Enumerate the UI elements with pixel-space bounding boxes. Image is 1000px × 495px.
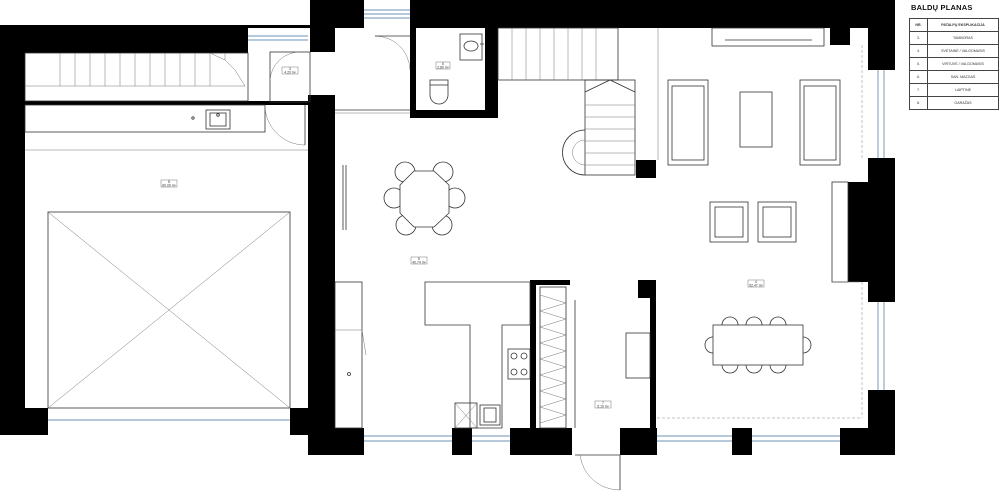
room-tag-kitchen-no: 5: [418, 257, 420, 261]
room-tag-garage: 8 60.00 m²: [160, 179, 178, 188]
room-tag-wc-no: 6: [442, 62, 444, 66]
room-tag-entry-area: 4.20 m²: [284, 71, 296, 75]
wall-wc-left: [410, 0, 416, 118]
windows: [48, 9, 885, 442]
legend-row-name: VIRTUVĖ / VALGOMASIS: [927, 57, 999, 71]
legend-row-no: 8.: [909, 96, 928, 110]
entry: [269, 35, 411, 114]
wall-top-main: [410, 0, 895, 28]
living: [657, 27, 863, 419]
wall-bottom-1: [320, 428, 364, 455]
room-tag-stair-hall-area: 5.10 m²: [597, 405, 609, 409]
wall-stair-hall-top-a: [530, 280, 570, 285]
wall-bottom-3: [510, 428, 572, 455]
legend-row-no: 3.: [909, 31, 928, 45]
legend-header-no: NR.: [909, 18, 928, 32]
legend-row-name: SAN. MAZGAS: [927, 70, 999, 84]
room-tag-living: 4 52.47 m²: [747, 279, 765, 288]
wall-wc-right: [485, 28, 498, 118]
legend-row: 6. SAN. MAZGAS: [909, 70, 999, 84]
legend-row-name: GARAŽAS: [927, 96, 999, 110]
legend-row-name: LAIPTINĖ: [927, 83, 999, 97]
legend-table: NR. PATALPŲ EKSPLIKACIJA 3. TAMBORAS 4. …: [909, 18, 999, 110]
legend-header-name: PATALPŲ EKSPLIKACIJA: [927, 18, 999, 32]
legend-row-no: 4.: [909, 44, 928, 58]
wall-wc-bottom: [410, 110, 498, 118]
legend-row-name: SVETAINĖ / VALGOMASIS: [927, 44, 999, 58]
wall-top-a: [310, 0, 364, 28]
wall-bottom-4: [620, 428, 657, 455]
legend-title: BALDŲ PLANAS: [911, 3, 973, 12]
wall-garage-kitchen: [308, 95, 335, 455]
wall-stair-hall-left: [530, 280, 536, 430]
wall-bottom-5: [732, 428, 752, 455]
main-stair: [497, 27, 636, 176]
legend-row: 5. VIRTUVĖ / VALGOMASIS: [909, 57, 999, 71]
wall-column-b: [636, 160, 656, 178]
room-tag-kitchen-area: 40.74 m²: [412, 261, 426, 265]
wall-bottom-2: [452, 428, 472, 455]
wall-right-mid-b: [848, 182, 895, 282]
wall-garage-pier-left: [0, 408, 48, 435]
wall-column-c: [830, 25, 850, 45]
room-tag-wc: 6 2.80 m²: [435, 61, 451, 70]
room-tag-garage-no: 8: [168, 180, 170, 184]
room-tag-entry: 3 4.20 m²: [281, 66, 299, 75]
legend-row: 8. GARAŽAS: [909, 96, 999, 110]
garage: [24, 52, 308, 409]
wall-left: [0, 25, 25, 435]
room-tag-entry-no: 3: [289, 67, 291, 71]
legend-row-no: 7.: [909, 83, 928, 97]
legend-row: 3. TAMBORAS: [909, 31, 999, 45]
wall-right-top: [868, 0, 895, 70]
wall-bottom-6: [840, 428, 895, 455]
walls: [0, 0, 895, 455]
room-tag-living-no: 4: [755, 280, 757, 284]
legend-header-row: NR. PATALPŲ EKSPLIKACIJA: [909, 18, 999, 32]
legend-row: 4. SVETAINĖ / VALGOMASIS: [909, 44, 999, 58]
wall-stair-hall-right: [650, 280, 656, 430]
wall-garage-top: [0, 25, 248, 53]
wall-right-mid-c: [868, 282, 895, 302]
room-tag-stair-hall-no: 7: [602, 401, 604, 405]
room-tag-kitchen: 5 40.74 m²: [410, 256, 428, 265]
legend-row-no: 6.: [909, 70, 928, 84]
room-tag-living-area: 52.47 m²: [749, 284, 763, 288]
legend: BALDŲ PLANAS NR. PATALPŲ EKSPLIKACIJA 3.…: [909, 3, 999, 110]
legend-row-name: TAMBORAS: [927, 31, 999, 45]
wall-garage-top-thin: [248, 25, 310, 28]
wc: [429, 33, 484, 105]
room-tag-wc-area: 2.80 m²: [437, 66, 449, 70]
legend-row: 7. LAIPTINĖ: [909, 83, 999, 97]
wall-right-mid-a: [868, 158, 895, 182]
room-tag-stair-hall: 7 5.10 m²: [594, 400, 612, 409]
room-tag-garage-area: 60.00 m²: [162, 184, 176, 188]
wall-stair-divider: [25, 101, 308, 105]
legend-row-no: 5.: [909, 57, 928, 71]
stair-hall: [539, 286, 651, 491]
kitchen: [334, 161, 531, 429]
